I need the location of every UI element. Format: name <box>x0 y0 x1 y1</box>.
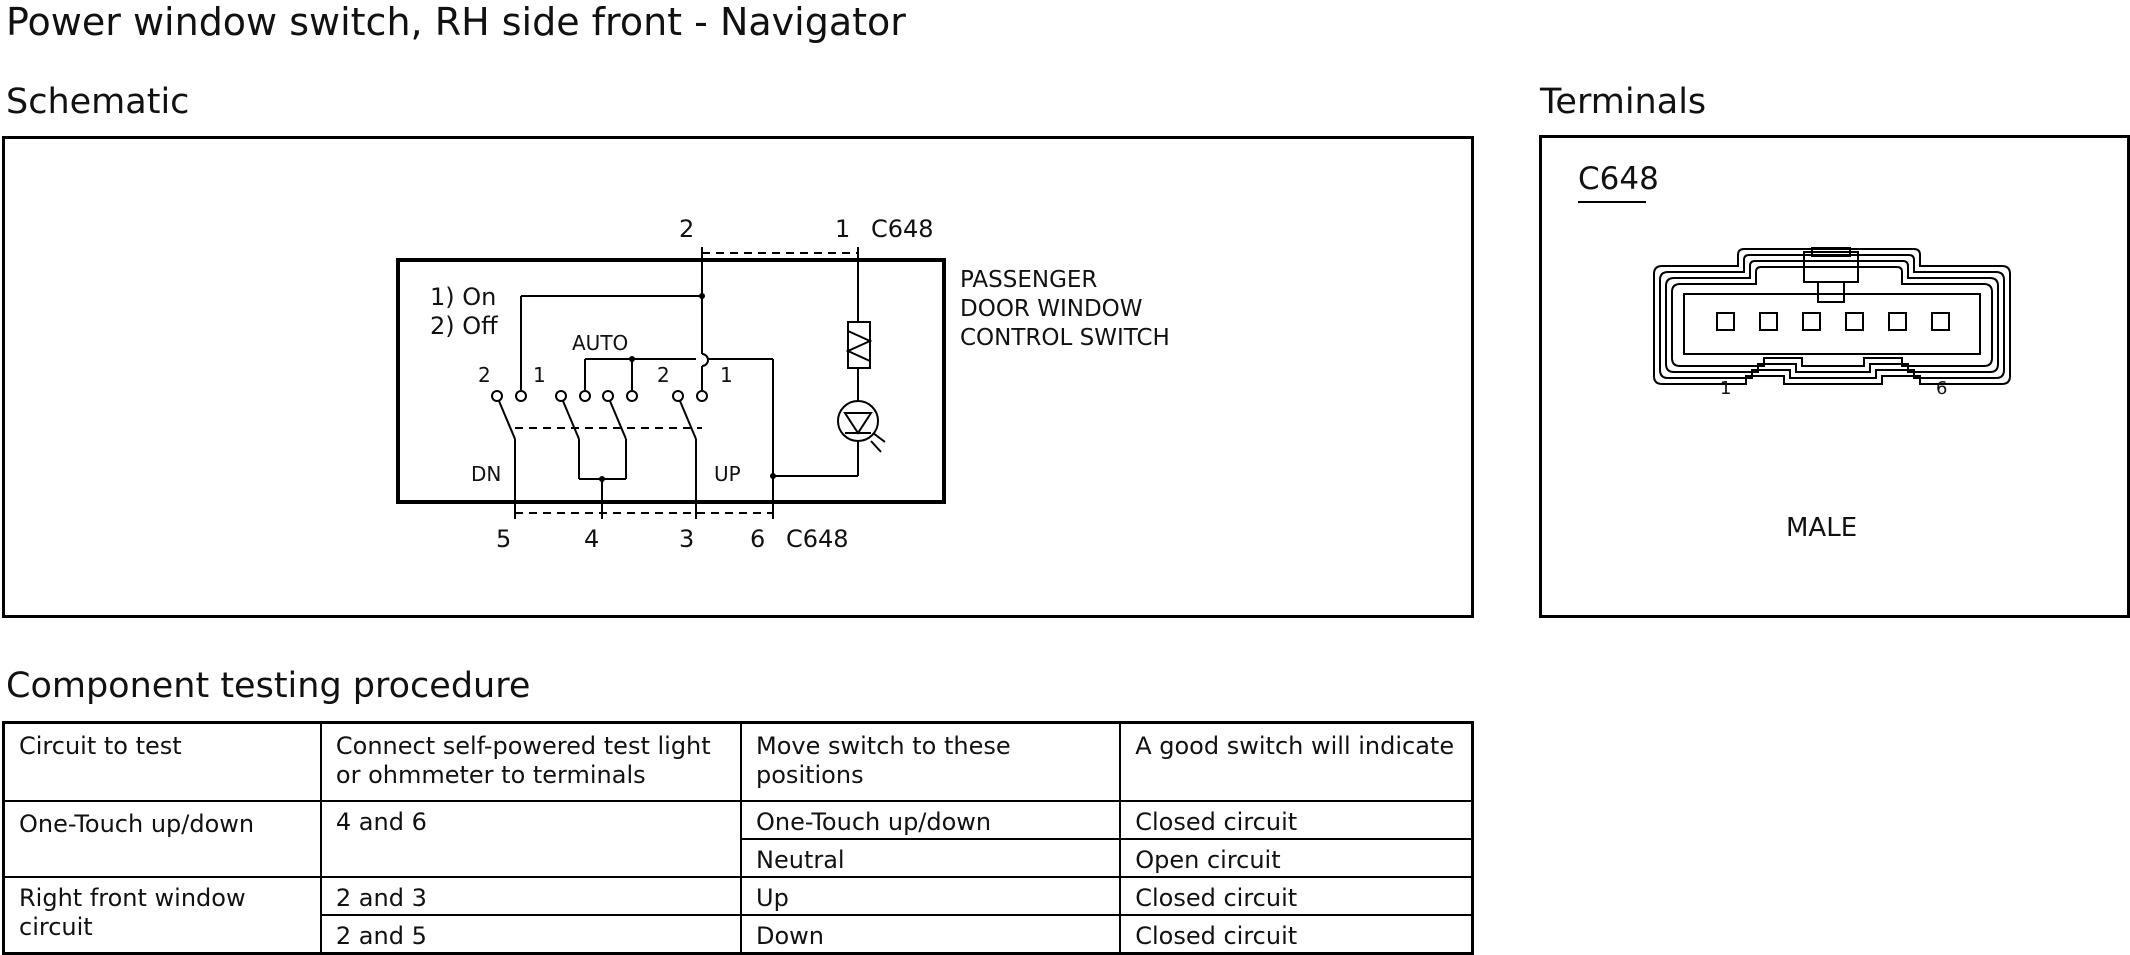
page-title: Power window switch, RH side front - Nav… <box>6 0 906 44</box>
result-cell: Closed circuit <box>1119 876 1474 916</box>
connector-outline <box>1653 247 2011 385</box>
position-cell: Neutral <box>740 838 1122 878</box>
table-row: One-Touch up/down 4 and 6 One-Touch up/d… <box>2 800 1474 878</box>
pin-6-label: 6 <box>1936 378 1947 399</box>
schematic-heading: Schematic <box>6 82 190 122</box>
bottom-connector-label: C648 <box>786 525 849 553</box>
component-label-line-2: DOOR WINDOW <box>960 296 1143 322</box>
led-symbol <box>837 400 879 442</box>
mode-off-label: 2) Off <box>430 312 498 340</box>
column-header: A good switch will indicate <box>1119 721 1474 802</box>
bottom-pin-6: 6 <box>750 525 765 553</box>
gender-label: MALE <box>1786 513 1857 543</box>
pin-1-label: 1 <box>1720 378 1731 399</box>
top-pin-2: 2 <box>679 215 694 243</box>
position-cell: Down <box>740 914 1122 955</box>
top-pin-1: 1 <box>835 215 850 243</box>
terminals-panel: C648 1 6 MALE <box>1539 135 2130 618</box>
up-switch-position-2: 2 <box>657 363 670 387</box>
auto-label: AUTO <box>572 331 628 355</box>
pin-row <box>1716 312 1950 331</box>
table-row: Neutral Open circuit <box>4 838 1474 878</box>
component-label-line-3: CONTROL SWITCH <box>960 325 1170 351</box>
terminals-cell: 2 and 5 <box>319 914 743 955</box>
dn-switch-position-1: 1 <box>533 363 546 387</box>
dn-switch-position-2: 2 <box>478 363 491 387</box>
top-connector-label: C648 <box>871 215 934 243</box>
position-cell: One-Touch up/down <box>740 800 1122 840</box>
terminals-cell: 4 and 6 <box>319 800 743 878</box>
column-header: Connect self-powered test light or ohmme… <box>319 721 743 802</box>
result-cell: Closed circuit <box>1119 914 1474 955</box>
component-label-line-1: PASSENGER <box>960 267 1097 293</box>
table-header-row: Circuit to test Connect self-powered tes… <box>2 721 1474 802</box>
schematic-diagram: 2 1 C648 1) On 2) Off AUTO 2 1 2 1 DN UP… <box>396 215 1170 553</box>
bottom-pin-4: 4 <box>584 525 599 553</box>
schematic-panel: 2 1 C648 1) On 2) Off AUTO 2 1 2 1 DN UP… <box>2 136 1474 618</box>
up-switch-position-1: 1 <box>720 363 733 387</box>
position-cell: Up <box>740 876 1122 916</box>
terminals-cell: 2 and 3 <box>319 876 743 916</box>
bottom-pin-5: 5 <box>496 525 511 553</box>
table-row: Right front window circuit 2 and 3 Up Cl… <box>2 876 1474 955</box>
connector-label: C648 <box>1578 161 1659 197</box>
testing-heading: Component testing procedure <box>6 666 531 706</box>
switch-housing <box>396 258 946 504</box>
testing-table: Circuit to test Connect self-powered tes… <box>2 721 1474 955</box>
up-label: UP <box>714 462 741 486</box>
table-row: 2 and 5 Down Closed circuit <box>4 914 1474 955</box>
bottom-pin-3: 3 <box>679 525 694 553</box>
column-header: Circuit to test <box>2 721 322 802</box>
terminals-heading: Terminals <box>1540 82 1707 122</box>
circuit-cell: One-Touch up/down <box>2 800 322 878</box>
circuit-cell: Right front window circuit <box>2 876 322 955</box>
result-cell: Closed circuit <box>1119 800 1474 840</box>
mode-on-label: 1) On <box>430 283 496 311</box>
result-cell: Open circuit <box>1119 838 1474 878</box>
column-header: Move switch to these positions <box>740 721 1122 802</box>
connector-diagram: C648 1 6 MALE <box>1578 161 2011 543</box>
dn-label: DN <box>471 462 501 486</box>
